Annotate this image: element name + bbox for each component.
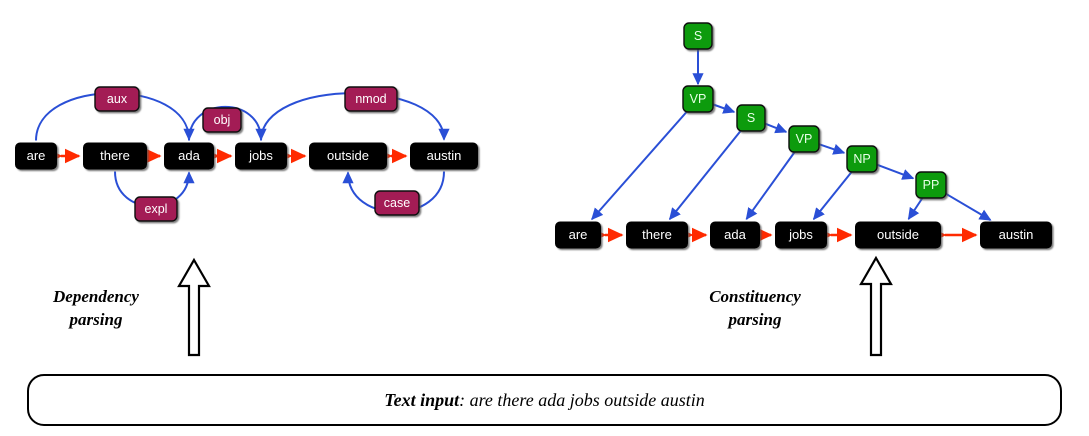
constituency-node-label: PP	[923, 178, 940, 192]
text-input-box[interactable]	[27, 374, 1062, 426]
constituency-edge-8	[812, 171, 853, 221]
constituency-node-NP-4[interactable]: NP	[846, 145, 878, 173]
dependency-label-text: nmod	[355, 92, 386, 106]
constituency-node-S-2[interactable]: S	[736, 104, 766, 132]
flow-arrows-group	[177, 255, 893, 357]
constituency-edge-10	[945, 192, 992, 221]
dependency-parsing-group: are there ada jobs outside austin aux obj nmod ex…	[15, 86, 478, 222]
dependency-token-ada[interactable]: ada	[164, 142, 214, 170]
constituency-edge-6	[668, 130, 742, 221]
dependency-label-case[interactable]: case	[374, 190, 420, 216]
dependency-token-are[interactable]: are	[15, 142, 57, 170]
constituency-parsing-group: are there ada jobs outside austin S VP S VP NP PP	[555, 22, 1052, 249]
constituency-token-label: austin	[999, 227, 1034, 242]
constituency-token-label: are	[569, 227, 588, 242]
constituency-token-outside[interactable]: outside	[855, 221, 941, 249]
dependency-label-text: obj	[214, 113, 231, 127]
dependency-token-label: there	[100, 148, 130, 163]
constituency-caption-line1: Constituency	[709, 287, 801, 306]
constituency-token-label: outside	[877, 227, 919, 242]
dependency-token-label: jobs	[248, 148, 273, 163]
constituency-edge-7	[745, 151, 796, 221]
dependency-token-there[interactable]: there	[83, 142, 147, 170]
dependency-token-label: austin	[427, 148, 462, 163]
constituency-node-label: VP	[690, 92, 707, 106]
dependency-token-austin[interactable]: austin	[410, 142, 478, 170]
constituency-token-label: jobs	[788, 227, 813, 242]
constituency-token-are[interactable]: are	[555, 221, 601, 249]
constituency-node-label: S	[747, 111, 755, 125]
constituency-edge-2	[764, 122, 788, 134]
text-input-label: Text input	[384, 390, 460, 410]
dependency-label-text: aux	[107, 92, 128, 106]
constituency-token-label: there	[642, 227, 672, 242]
constituency-token-label: ada	[724, 227, 746, 242]
dependency-token-label: are	[27, 148, 46, 163]
dependency-arc-obj	[188, 106, 267, 141]
constituency-node-PP-5[interactable]: PP	[915, 171, 947, 199]
constituency-edge-5	[591, 111, 688, 221]
constituency-token-ada[interactable]: ada	[710, 221, 760, 249]
dependency-token-jobs[interactable]: jobs	[235, 142, 287, 170]
constituency-edge-1	[712, 103, 736, 114]
constituency-flow-arrow	[859, 255, 893, 357]
constituency-node-VP-3[interactable]: VP	[788, 125, 820, 153]
constituency-edge-9	[907, 197, 924, 220]
dependency-flow-arrow	[177, 257, 211, 357]
constituency-token-jobs[interactable]: jobs	[775, 221, 827, 249]
constituency-caption-line2: parsing	[727, 310, 782, 329]
dependency-label-text: case	[384, 196, 410, 210]
dependency-label-expl[interactable]: expl	[134, 196, 178, 222]
constituency-node-label: VP	[796, 132, 813, 146]
dependency-token-outside[interactable]: outside	[309, 142, 387, 170]
constituency-node-S-0[interactable]: S	[683, 22, 713, 50]
dependency-token-label: outside	[327, 148, 369, 163]
dependency-label-aux[interactable]: aux	[94, 86, 140, 112]
text-input-content: Text input: are there ada jobs outside a…	[384, 390, 705, 410]
dependency-token-label: ada	[178, 148, 200, 163]
constituency-node-VP-1[interactable]: VP	[682, 85, 714, 113]
constituency-edge-4	[876, 163, 915, 180]
text-input-group: Text input: are there ada jobs outside a…	[27, 374, 1062, 426]
text-input-value: : are there ada jobs outside austin	[459, 390, 705, 410]
constituency-token-there[interactable]: there	[626, 221, 688, 249]
dependency-label-obj[interactable]: obj	[202, 107, 242, 133]
constituency-node-label: NP	[853, 152, 870, 166]
constituency-edge-3	[818, 143, 846, 155]
dependency-label-text: expl	[145, 202, 168, 216]
constituency-token-austin[interactable]: austin	[980, 221, 1052, 249]
constituency-node-label: S	[694, 29, 702, 43]
dependency-label-nmod[interactable]: nmod	[344, 86, 398, 112]
dependency-caption-line1: Dependency	[52, 287, 139, 306]
dependency-caption-line2: parsing	[68, 310, 123, 329]
